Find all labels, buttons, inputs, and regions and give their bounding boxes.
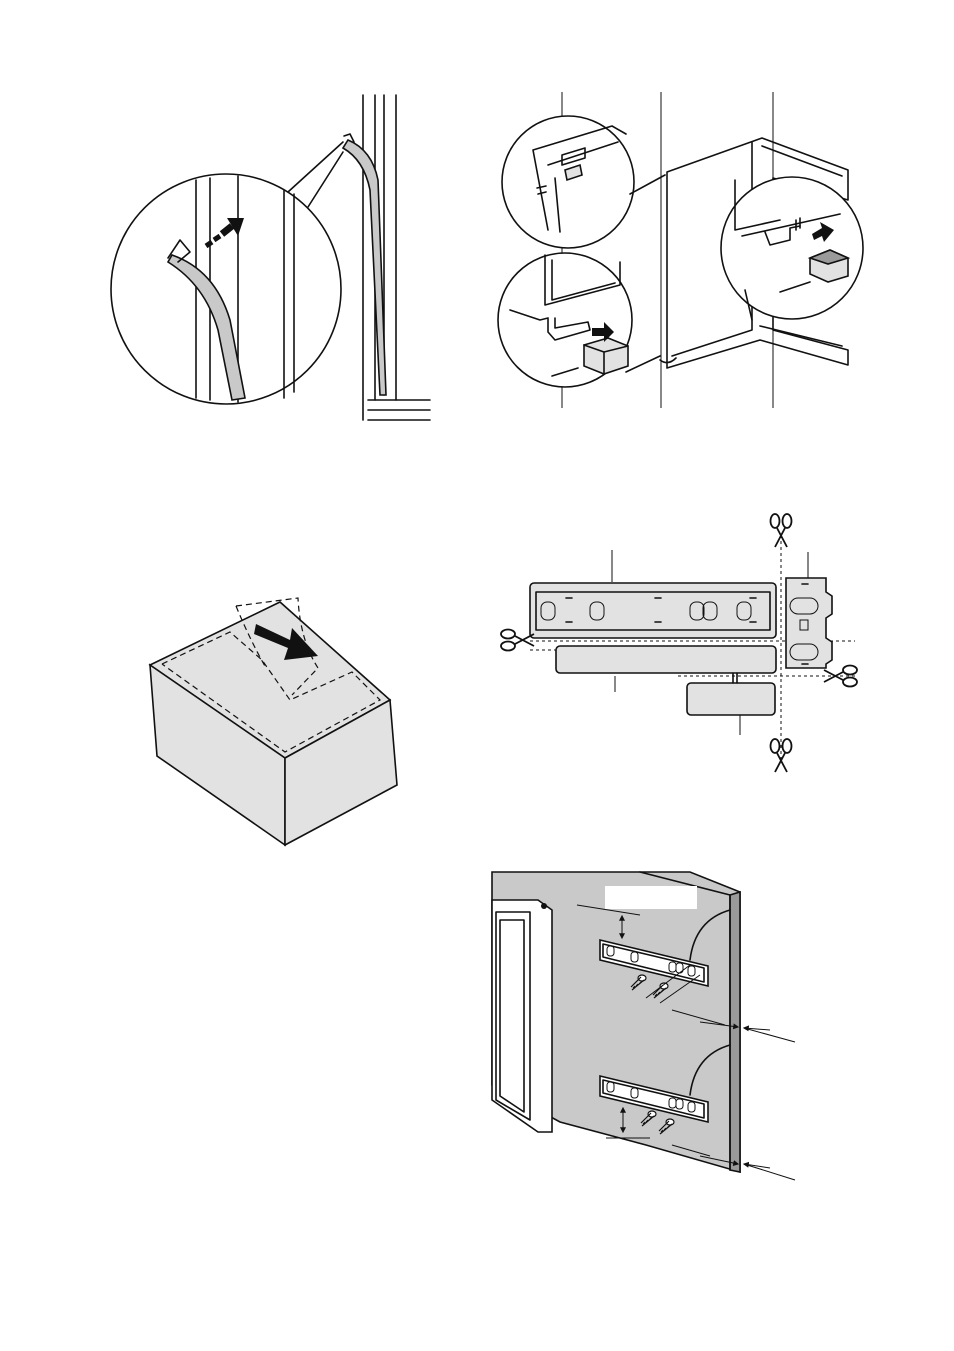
label-box xyxy=(605,886,697,909)
magnifier-circle xyxy=(720,176,864,320)
seal-detail xyxy=(166,175,295,403)
arrow-icon xyxy=(254,624,318,660)
vertical-bracket xyxy=(785,577,833,669)
arrow-icon xyxy=(204,218,244,249)
figure-seal-insertion xyxy=(110,94,431,421)
dimension-arrow xyxy=(742,1025,771,1032)
figure-bracket-mounting xyxy=(491,871,796,1181)
arrow-icon xyxy=(812,222,834,242)
small-piece xyxy=(686,682,776,716)
scissors-icon xyxy=(769,738,793,773)
arrow-icon xyxy=(592,322,614,342)
figure-tape-removal xyxy=(148,597,398,847)
lower-bracket xyxy=(599,1074,709,1124)
dimension-arrow xyxy=(742,1161,771,1169)
upper-bracket xyxy=(599,938,709,988)
long-bracket xyxy=(529,582,777,639)
figure-bracket-cutting xyxy=(500,513,858,773)
scissors-icon xyxy=(500,628,535,652)
strip-piece xyxy=(555,645,777,674)
magnifier-circle xyxy=(501,115,635,249)
figure-hinge-cover-fitting xyxy=(497,92,864,408)
